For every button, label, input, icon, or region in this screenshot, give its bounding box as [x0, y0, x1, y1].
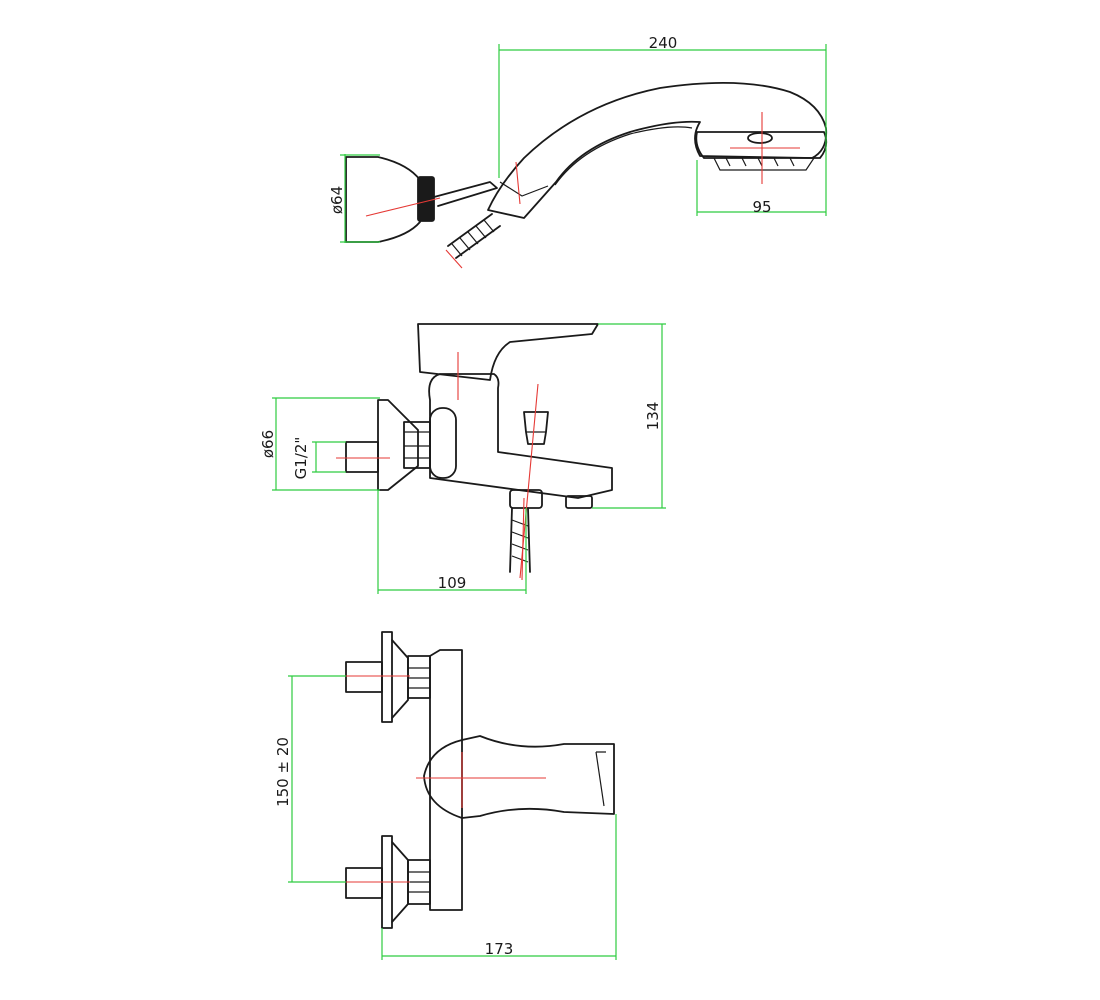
- front-centerlines: [344, 675, 546, 883]
- dim-label-109: 109: [438, 574, 467, 592]
- dim-label-flange-diameter: ø66: [259, 430, 277, 458]
- hand-shower-centerlines: [365, 112, 800, 269]
- shower-handle: [487, 81, 828, 219]
- dim-label-holder-diameter: ø64: [328, 186, 346, 214]
- hand-shower-dimensions: 240 95 ø64: [328, 34, 827, 243]
- mixer-body-side: [403, 323, 613, 499]
- side-dimensions: 134 ø66 G1/2" 109: [259, 323, 666, 594]
- diverter-knob-side: [523, 411, 549, 445]
- dim-label-134: 134: [644, 402, 662, 431]
- shower-head: [695, 131, 828, 171]
- dim-label-centers: 150 ± 20: [274, 737, 292, 807]
- front-dimensions: 150 ± 20 173: [274, 675, 617, 960]
- wall-holder: [345, 156, 498, 243]
- side-view: 134 ø66 G1/2" 109: [259, 323, 666, 594]
- dim-label-thread: G1/2": [292, 437, 310, 480]
- upper-connector-front: [345, 631, 431, 723]
- dim-label-173: 173: [485, 940, 514, 958]
- outlet-connector-side: [509, 489, 593, 573]
- shower-hose: [447, 213, 501, 259]
- dim-label-95: 95: [752, 198, 771, 216]
- dim-label-240: 240: [649, 34, 678, 52]
- hand-shower-view: 240 95 ø64: [328, 34, 828, 269]
- mixer-body-front: [423, 649, 615, 911]
- side-centerlines: [336, 352, 539, 581]
- wall-flange-side: [345, 399, 419, 491]
- front-view: 150 ± 20 173: [274, 631, 617, 960]
